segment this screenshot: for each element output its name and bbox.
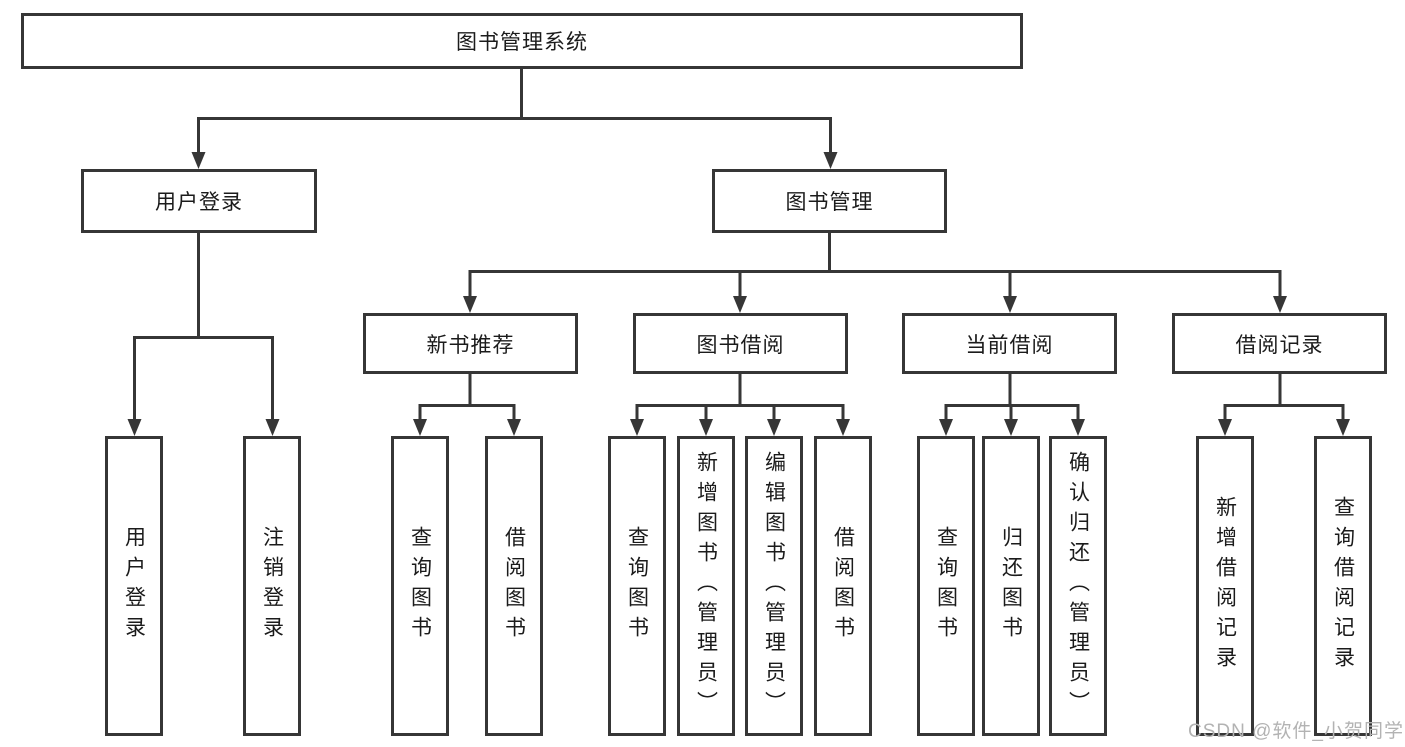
node-label: 借阅记录: [1235, 333, 1324, 357]
node-label: 用户登录: [122, 526, 146, 646]
node-nbr-query-books: 查询图书: [391, 436, 449, 736]
arrowheads-user-login-children: [127, 419, 280, 436]
node-bb-borrow-books: 借阅图书: [814, 436, 872, 736]
node-label: 图书借阅: [696, 333, 785, 357]
arrowheads-level3: [463, 296, 1287, 313]
node-cb-return-books: 归还图书: [982, 436, 1040, 736]
node-label: 确认归还（管理员）: [1066, 451, 1090, 721]
arrowheads-book-borrow-children: [630, 419, 850, 436]
node-current-borrowing: 当前借阅: [902, 313, 1117, 374]
node-label: 新增图书（管理员）: [694, 451, 718, 721]
node-nbr-borrow-books: 借阅图书: [485, 436, 543, 736]
arrowheads-current-borrow-children: [939, 419, 1085, 436]
node-borrowing-records: 借阅记录: [1172, 313, 1387, 374]
arrowheads-level2: [191, 152, 838, 169]
node-user-login-leaf: 用户登录: [105, 436, 163, 736]
node-label: 新书推荐: [426, 333, 515, 357]
arrowheads-borrow-records-children: [1218, 419, 1350, 436]
node-label: 编辑图书（管理员）: [762, 451, 786, 721]
node-label: 图书管理: [785, 191, 874, 214]
node-bb-add-books-admin: 新增图书（管理员）: [677, 436, 735, 736]
node-book-borrowing: 图书借阅: [633, 313, 848, 374]
node-cb-confirm-return-admin: 确认归还（管理员）: [1049, 436, 1107, 736]
node-label: 借阅图书: [831, 526, 855, 646]
connector-borrow-records-children: [1223, 374, 1345, 421]
node-bb-edit-books-admin: 编辑图书（管理员）: [745, 436, 803, 736]
node-label: 用户登录: [155, 191, 243, 214]
connector-new-book-rec-children: [418, 374, 516, 421]
node-bb-query-books: 查询图书: [608, 436, 666, 736]
connector-book-mgmt-to-level3: [468, 233, 1282, 298]
node-label: 查询借阅记录: [1331, 496, 1355, 676]
node-label: 新增借阅记录: [1213, 496, 1237, 676]
node-label: 借阅图书: [502, 526, 526, 646]
connector-book-borrow-children: [635, 374, 845, 421]
watermark-text: CSDN @软件_小贺同学: [1188, 721, 1404, 742]
node-br-query-record: 查询借阅记录: [1314, 436, 1372, 736]
connector-user-login-children: [133, 233, 274, 421]
node-label: 归还图书: [999, 526, 1023, 646]
node-label: 图书管理系统: [456, 31, 588, 54]
node-book-management-module: 图书管理: [712, 169, 947, 233]
node-user-login-module: 用户登录: [81, 169, 317, 233]
connector-current-borrow-children: [944, 374, 1080, 421]
node-logout-leaf: 注销登录: [243, 436, 301, 736]
connector-root-to-level2: [197, 69, 832, 154]
node-label: 查询图书: [408, 526, 432, 646]
node-label: 查询图书: [934, 526, 958, 646]
node-label: 注销登录: [260, 526, 284, 646]
arrowheads-new-book-rec-children: [413, 419, 521, 436]
node-label: 查询图书: [625, 526, 649, 646]
node-cb-query-books: 查询图书: [917, 436, 975, 736]
node-root-library-system: 图书管理系统: [21, 13, 1023, 69]
node-new-book-recommend: 新书推荐: [363, 313, 578, 374]
node-br-add-record: 新增借阅记录: [1196, 436, 1254, 736]
node-label: 当前借阅: [965, 333, 1054, 357]
